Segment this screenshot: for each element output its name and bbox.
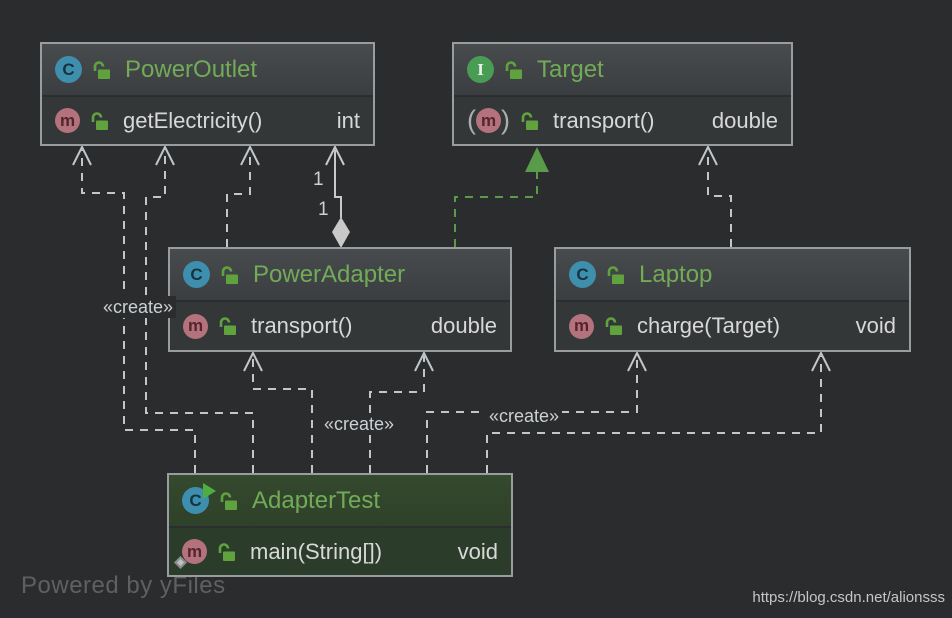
create-label-poweradapter: «create»: [321, 413, 398, 435]
interface-node-target[interactable]: I Target ( m ) transport() double: [452, 42, 793, 146]
method-name: getElectricity(): [123, 107, 263, 133]
class-name: AdapterTest: [252, 486, 381, 514]
static-marker-icon: [174, 556, 187, 569]
create-label-poweroutlet: «create»: [100, 296, 177, 318]
edge-adaptertest-laptop[interactable]: [486, 350, 831, 473]
edge-laptop-target[interactable]: [698, 144, 732, 247]
public-lock-icon: [505, 60, 522, 79]
open-arrowhead-icon: [627, 350, 647, 372]
open-arrowhead-icon: [414, 350, 434, 372]
composition-diamond-icon: [332, 217, 350, 248]
edge-poweradapter-target-realization[interactable]: [454, 147, 549, 247]
class-header-laptop[interactable]: C Laptop: [556, 249, 909, 302]
open-arrowhead-icon: [811, 350, 831, 372]
realization-triangle-icon: [525, 147, 549, 172]
create-label-laptop: «create»: [486, 405, 563, 427]
open-arrowhead-icon: [698, 144, 718, 166]
class-node-poweroutlet[interactable]: C PowerOutlet m getElectricity() int: [40, 42, 375, 146]
member-row-transport-abstract[interactable]: ( m ) transport() double: [454, 97, 791, 144]
class-header-adaptertest[interactable]: C AdapterTest: [169, 475, 511, 528]
member-row-charge[interactable]: m charge(Target) void: [556, 302, 909, 350]
open-arrowhead-icon: [240, 144, 260, 166]
member-row-transport[interactable]: m transport() double: [170, 302, 510, 350]
class-node-laptop[interactable]: C Laptop m charge(Target) void: [554, 247, 911, 352]
runnable-class-icon: C: [182, 483, 216, 514]
class-icon: C: [55, 56, 82, 83]
public-lock-icon: [607, 265, 624, 284]
open-arrowhead-icon: [72, 144, 92, 166]
method-return-type: double: [430, 313, 497, 338]
interface-name: Target: [537, 55, 604, 83]
class-header-target[interactable]: I Target: [454, 44, 791, 97]
public-lock-icon: [220, 491, 237, 510]
class-header-poweroutlet[interactable]: C PowerOutlet: [42, 44, 373, 97]
public-lock-icon: [91, 111, 108, 130]
edge-poweradapter-poweroutlet-composition[interactable]: [325, 144, 350, 248]
method-icon: m: [55, 108, 80, 133]
method-return-type: void: [457, 538, 498, 564]
member-row-getelectricity[interactable]: m getElectricity() int: [42, 97, 373, 144]
class-header-poweradapter[interactable]: C PowerAdapter: [170, 249, 510, 302]
abstract-paren-icon: ): [501, 105, 510, 135]
edge-poweradapter-poweroutlet[interactable]: [226, 144, 260, 247]
edge-adaptertest-poweradapter[interactable]: [243, 350, 313, 473]
public-lock-icon: [218, 542, 235, 561]
member-row-main[interactable]: m main(String[]) void: [169, 528, 511, 575]
class-name: PowerAdapter: [253, 260, 406, 288]
edge-adaptertest-poweradapter-create[interactable]: [369, 350, 434, 473]
attribution-url: https://blog.csdn.net/alionsss: [752, 589, 945, 606]
open-arrowhead-icon: [243, 350, 263, 372]
abstract-paren-icon: (: [467, 105, 476, 135]
class-node-poweradapter[interactable]: C PowerAdapter m transport() double: [168, 247, 512, 352]
method-name: transport(): [553, 107, 655, 133]
abstract-method-icon: ( m ): [467, 105, 510, 135]
multiplicity-label-source-end: 1: [318, 199, 329, 220]
public-lock-icon: [521, 111, 538, 130]
method-return-type: double: [711, 107, 778, 133]
class-node-adaptertest[interactable]: C AdapterTest m main(String[]) void: [167, 473, 513, 577]
method-icon: m: [476, 108, 501, 133]
class-icon: C: [183, 261, 210, 288]
method-name: transport(): [251, 313, 353, 338]
interface-icon: I: [467, 56, 494, 83]
multiplicity-label-target-end: 1: [313, 169, 324, 190]
method-return-type: int: [336, 107, 360, 133]
method-return-type: void: [855, 313, 896, 338]
public-lock-icon: [221, 265, 238, 284]
public-lock-icon: [605, 317, 622, 335]
method-name: main(String[]): [250, 538, 383, 564]
class-name: Laptop: [639, 260, 713, 288]
method-icon: m: [183, 313, 208, 339]
open-arrowhead-icon: [155, 144, 175, 166]
method-name: charge(Target): [637, 313, 781, 338]
open-arrowhead-icon: [325, 144, 345, 166]
run-arrow-icon: [203, 483, 216, 499]
public-lock-icon: [219, 317, 236, 335]
public-lock-icon: [93, 60, 110, 79]
static-method-icon: m: [174, 539, 207, 569]
method-icon: m: [569, 313, 594, 339]
class-icon: C: [569, 261, 596, 288]
class-name: PowerOutlet: [125, 55, 258, 83]
